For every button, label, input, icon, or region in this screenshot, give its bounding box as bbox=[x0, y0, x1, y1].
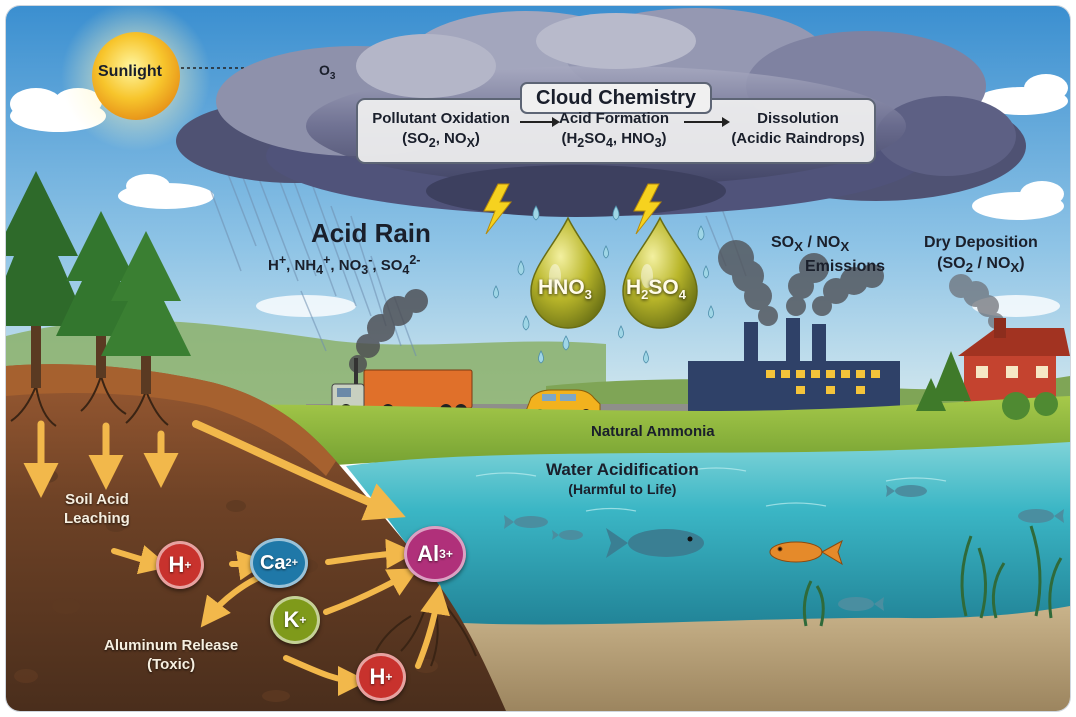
runoff-arrow bbox=[192, 420, 406, 521]
step-dissolution: Dissolution (Acidic Raindrops) bbox=[731, 110, 865, 147]
truck bbox=[331, 358, 473, 416]
acid-drop-h2so4 bbox=[622, 216, 698, 329]
factory bbox=[688, 318, 900, 413]
aquatic-plants bbox=[802, 525, 1063, 627]
soil-cross-section bbox=[6, 364, 506, 711]
acid-rain-title: Acid Rain bbox=[311, 218, 431, 248]
aluminum-release-label: Aluminum Release (Toxic) bbox=[104, 637, 239, 673]
sunlight-label: Sunlight bbox=[98, 63, 162, 80]
trees bbox=[6, 171, 191, 394]
dry-deposition-label: Dry Deposition (SO2 / NOX) bbox=[924, 234, 1038, 276]
fish-large bbox=[606, 528, 704, 558]
hno3-label: HNO3 bbox=[538, 276, 592, 303]
leaching-arrows bbox=[23, 420, 179, 498]
small-trees-right bbox=[916, 351, 1058, 420]
step-arrows bbox=[520, 117, 730, 127]
step-acid-formation: Acid Formation (H2SO4, HNO3) bbox=[558, 110, 669, 150]
step-pollutant-oxidation: Pollutant Oxidation (SO2, NOX) bbox=[372, 110, 510, 150]
acid-rain-ions: H+, NH4+, NO3-, SO42- bbox=[268, 253, 421, 277]
ion-potassium: K+ bbox=[270, 596, 320, 644]
ion-h-plus-1: H+ bbox=[156, 541, 204, 589]
lightning-bolts bbox=[483, 183, 663, 235]
topsoil bbox=[6, 364, 336, 476]
fish-orange bbox=[769, 539, 843, 566]
truck-smoke bbox=[349, 289, 428, 373]
acid-rain-scene bbox=[6, 6, 1070, 711]
diagram-frame: Sunlight O3 Cloud Chemistry Pollutant Ox… bbox=[6, 6, 1070, 711]
acid-drop-hno3 bbox=[530, 216, 606, 329]
ion-h-plus-2: H+ bbox=[356, 653, 406, 701]
tree-roots bbox=[10, 375, 477, 667]
cloud-chemistry-title: Cloud Chemistry bbox=[520, 82, 713, 115]
h2so4-label: H2SO4 bbox=[626, 276, 687, 303]
sun bbox=[61, 6, 211, 151]
water-acidification-label: Water Acidification (Harmful to Life) bbox=[546, 460, 699, 498]
lake-bed bbox=[386, 606, 1070, 711]
factory-smoke bbox=[718, 240, 884, 326]
water-ripples bbox=[475, 467, 947, 512]
ozone-label: O3 bbox=[319, 62, 336, 82]
natural-ammonia-label: Natural Ammonia bbox=[591, 423, 715, 440]
emissions-label: SOX / NOX Emissions bbox=[771, 234, 886, 276]
fish-small bbox=[504, 485, 1064, 611]
